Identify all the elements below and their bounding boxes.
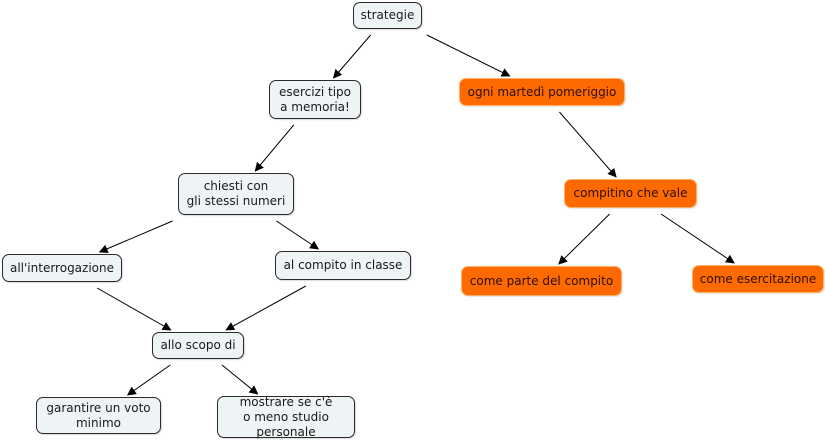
edge-compitino-to-parte [558,213,610,265]
edge-interrog-to-scopo [96,287,172,331]
concept-garantire-un-voto-minimo[interactable]: garantire un voto minimo [36,397,161,434]
edge-chiesti-to-interrog [98,220,173,253]
concept-compitino-che-vale[interactable]: compitino che vale [564,179,697,208]
concept-al-compito-in-classe[interactable]: al compito in classe [275,251,411,280]
edge-compito-to-scopo [225,285,307,331]
concept-come-parte-del-compito[interactable]: come parte del compito [461,266,622,296]
concept-allo-scopo-di[interactable]: allo scopo di [152,332,244,359]
concept-chiesti-con-gli-stessi-numeri[interactable]: chiesti con gli stessi numeri [178,173,294,215]
concept-ogni-martedi-pomeriggio[interactable]: ogni martedì pomeriggio [459,78,625,106]
edge-esercizi-to-chiesti [254,124,295,172]
concept-esercizi-tipo-a-memoria[interactable]: esercizi tipo a memoria! [269,80,361,119]
edge-scopo-to-garantire [126,364,171,396]
edge-chiesti-to-compito [276,220,320,250]
edge-strategie-to-esercizi [332,34,372,79]
concept-come-esercitazione[interactable]: come esercitazione [692,265,824,293]
edge-strategie-to-martedi [426,34,511,77]
edge-scopo-to-mostrare [221,364,259,395]
concept-all-interrogazione[interactable]: all'interrogazione [2,254,122,282]
concept-strategie[interactable]: strategie [353,2,422,29]
edge-compitino-to-esercitaz [660,213,735,264]
concept-mostrare-studio-personale[interactable]: mostrare se c'è o meno studio personale [217,395,355,439]
edge-martedi-to-compitino [559,111,617,178]
